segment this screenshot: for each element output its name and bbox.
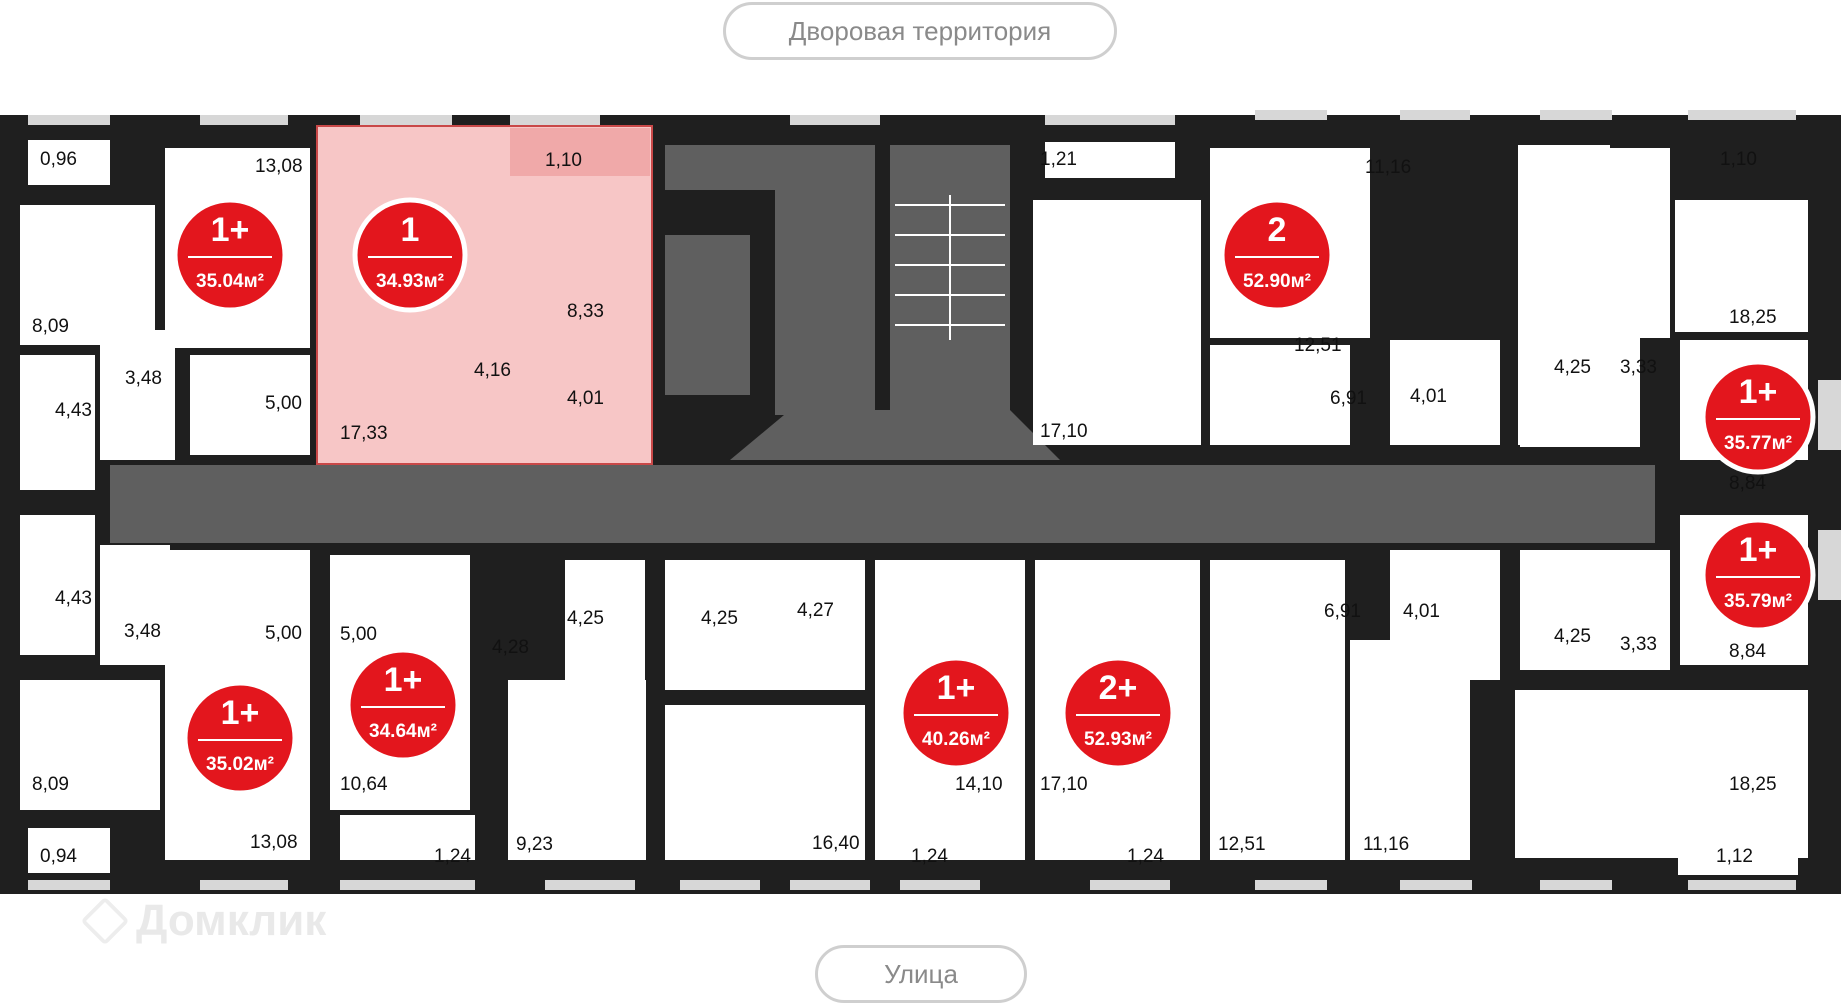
apartment-badge[interactable]: 2+ 52.93м² [1060,655,1176,771]
badge-rooms: 1+ [1739,531,1778,569]
room-area-label: 0,94 [40,846,77,867]
badge-rooms: 1+ [1739,373,1778,411]
room-area-label: 5,00 [340,624,377,645]
badge-rooms: 2+ [1099,669,1138,707]
room-area-label: 17,33 [340,423,388,444]
room-area-label: 13,08 [250,832,298,853]
badge-area: 52.93м² [1084,729,1152,750]
apartment-badge[interactable]: 1+ 35.79м² [1700,517,1816,633]
room-area-label: 1,12 [1716,846,1753,867]
room-area-label: 10,64 [340,774,388,795]
watermark-text: Домклик [136,896,327,945]
apartment-badge[interactable]: 1 34.93м² [352,197,468,313]
room-area-label: 12,51 [1218,834,1266,855]
room-area-label: 11,16 [1363,834,1409,855]
room-area-labels: 0,96 13,08 8,09 3,48 5,00 4,43 1,10 8,33 4,16 4,0… [32,149,1777,867]
room-area-label: 8,33 [567,301,604,322]
room-area-label: 4,28 [492,637,529,658]
apartment-badge[interactable]: 1+ 35.04м² [172,197,288,313]
street-label: Улица [815,945,1027,1003]
badge-rooms: 1+ [937,669,976,707]
apartment-badge[interactable]: 1+ 35.77м² [1700,359,1816,475]
badge-area: 35.77м² [1724,433,1792,454]
room-area-label: 3,48 [125,368,162,389]
badge-rooms: 1+ [211,211,250,249]
badge-area: 35.04м² [196,271,264,292]
room-area-label: 4,43 [55,400,92,421]
room-area-label: 0,96 [40,149,77,170]
room-area-label: 4,16 [474,360,511,381]
badge-area: 40.26м² [922,729,990,750]
room-area-label: 6,91 [1330,388,1367,409]
badge-area: 35.02м² [206,754,274,775]
room-area-label: 1,24 [1127,846,1164,867]
room-area-label: 18,25 [1729,307,1777,328]
badge-rooms: 1 [401,211,420,249]
room-area-label: 14,10 [955,774,1003,795]
room-area-label: 6,91 [1324,601,1361,622]
room-area-label: 8,09 [32,774,69,795]
room-area-label: 13,08 [255,156,303,177]
windows [28,110,1841,890]
room-area-label: 4,01 [567,388,604,409]
room-area-label: 8,09 [32,316,69,337]
room-area-label: 17,10 [1040,421,1088,442]
badge-area: 35.79м² [1724,591,1792,612]
room-area-label: 1,24 [434,846,471,867]
room-area-label: 8,84 [1729,473,1766,494]
courtyard-label: Дворовая территория [723,2,1117,60]
badge-circle [1060,655,1176,771]
room-area-label: 4,27 [797,600,834,621]
badge-rooms: 1+ [384,661,423,699]
house-icon [80,896,130,946]
room-area-label: 5,00 [265,623,302,644]
room-area-label: 1,24 [911,846,948,867]
badge-circle [182,680,298,796]
badge-area: 52.90м² [1243,271,1311,292]
room-area-label: 1,10 [1720,149,1757,170]
watermark: Домклик [80,896,327,946]
room-area-label: 1,10 [545,150,582,171]
room-area-label: 1,21 [1040,149,1077,170]
badge-circle [898,655,1014,771]
room-area-label: 3,33 [1620,634,1657,655]
room-area-label: 17,10 [1040,774,1088,795]
room-area-label: 9,23 [516,834,553,855]
apartment-badge[interactable]: 2 52.90м² [1219,197,1335,313]
highlighted-apartment[interactable] [316,125,653,465]
core [110,145,1655,543]
badge-circle [1219,197,1335,313]
badge-area: 34.93м² [376,271,444,292]
badge-circle [1700,359,1816,475]
room-area-label: 4,25 [1554,626,1591,647]
room-area-label: 4,01 [1403,601,1440,622]
room-area-label: 16,40 [812,833,860,854]
room-area-label: 4,01 [1410,386,1447,407]
badge-area: 34.64м² [369,721,437,742]
room-area-label: 11,16 [1365,157,1411,178]
room-area-label: 18,25 [1729,774,1777,795]
apartment-badge[interactable]: 1+ 40.26м² [898,655,1014,771]
room-area-label: 12,51 [1294,335,1342,356]
room-area-label: 5,00 [265,393,302,414]
apartment-badge[interactable]: 1+ 34.64м² [345,647,461,763]
apartment-badges: 1+ 35.04м² 1 34.93м² 2 52.90м² 1+ 35.77м² 1+ 35.7… [172,197,1816,796]
badge-circle [352,197,468,313]
room-area-label: 4,43 [55,588,92,609]
room-area-label: 8,84 [1729,641,1766,662]
room-area-label: 3,48 [124,621,161,642]
room-area-label: 4,25 [1554,357,1591,378]
badge-rooms: 1+ [221,694,260,732]
badge-rooms: 2 [1268,211,1287,249]
badge-circle [1700,517,1816,633]
room-area-label: 3,33 [1620,357,1657,378]
room-area-label: 4,25 [567,608,604,629]
badge-circle [345,647,461,763]
badge-circle [172,197,288,313]
apartment-badge[interactable]: 1+ 35.02м² [182,680,298,796]
room-area-label: 4,25 [701,608,738,629]
